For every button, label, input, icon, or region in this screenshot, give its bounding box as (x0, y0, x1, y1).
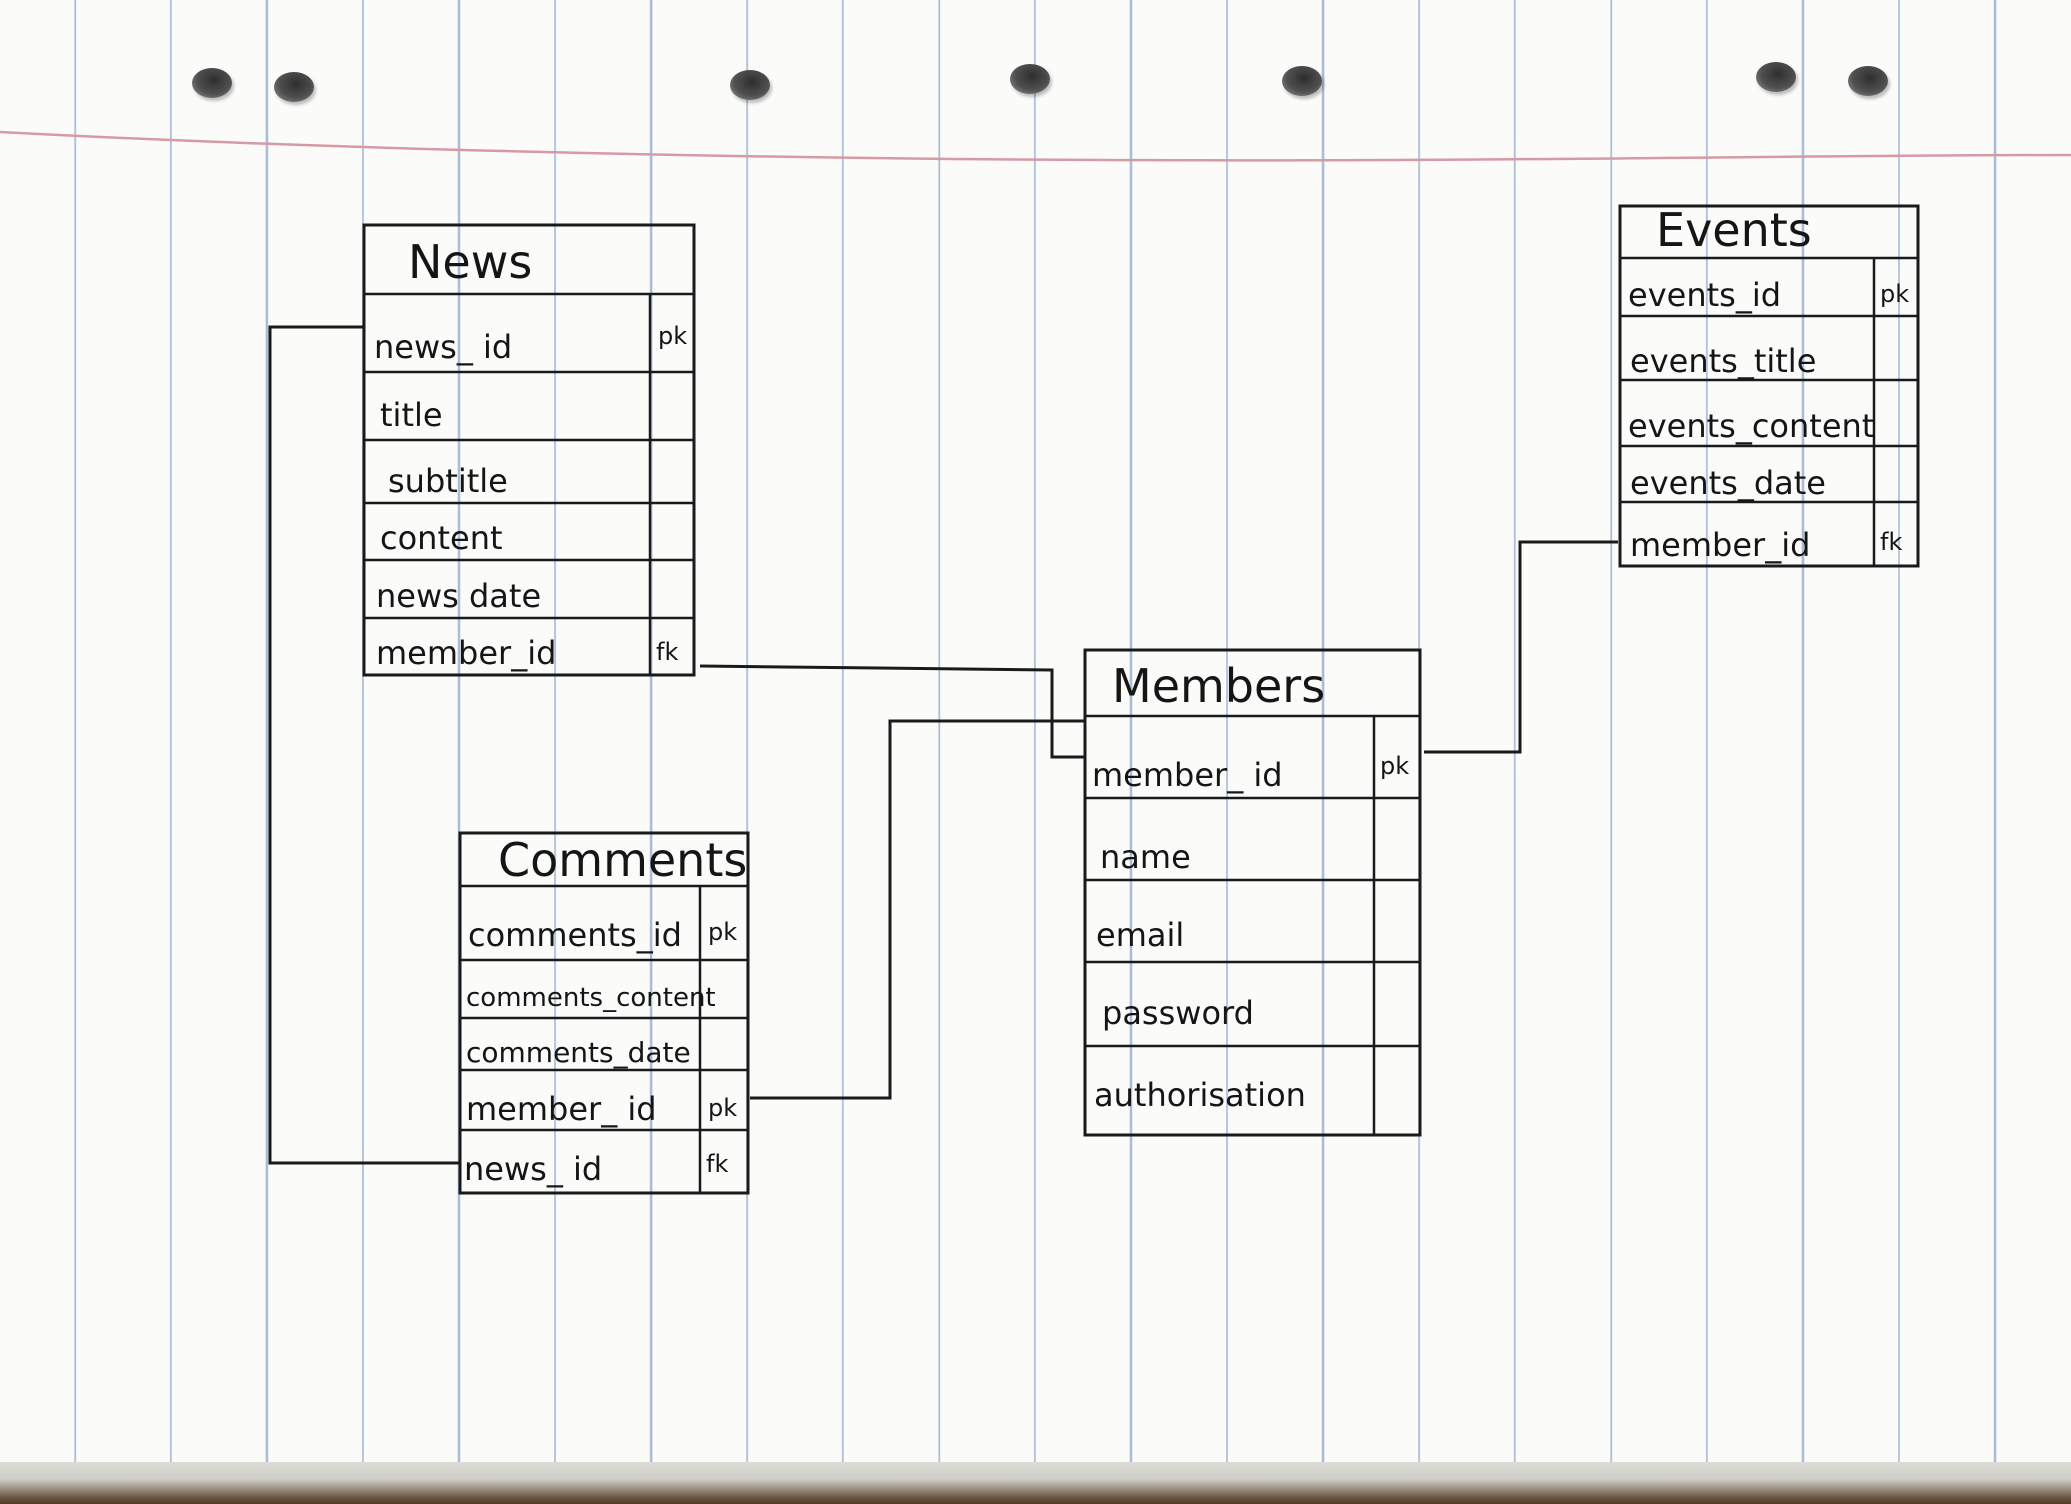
desk-edge (0, 1462, 2071, 1504)
punch-hole (274, 72, 314, 102)
field-name: password (1102, 994, 1254, 1032)
field-name: news_ id (374, 328, 512, 366)
key-badge: fk (1880, 528, 1902, 556)
field-name: events_content (1628, 407, 1874, 445)
key-badge: pk (1880, 280, 1909, 308)
field-name: content (380, 519, 503, 557)
entity-title: Comments (498, 833, 747, 887)
field-name: member_ id (466, 1090, 657, 1128)
entity-title: News (408, 235, 532, 289)
punch-hole (1756, 62, 1796, 92)
key-badge: fk (656, 638, 678, 666)
relationship-events-members (1424, 540, 1618, 754)
relationship-lines (268, 325, 1618, 1165)
relationship-comments-news (268, 325, 460, 1165)
field-name: subtitle (388, 462, 508, 500)
relationship-news-members (699, 664, 1085, 759)
entity-members: Members member_ id pk name email passwor… (1083, 648, 1422, 1137)
field-name: comments_id (468, 916, 682, 954)
field-name: title (380, 396, 443, 434)
field-name: email (1096, 916, 1184, 954)
punch-hole (730, 70, 770, 100)
field-name: comments_content (466, 983, 716, 1013)
field-name: events_date (1630, 464, 1826, 502)
entity-events: Events events_id pk events_title events_… (1618, 203, 1920, 568)
field-name: member_ id (1092, 756, 1283, 794)
field-name: name (1100, 838, 1191, 876)
punch-hole (192, 68, 232, 98)
punch-hole (1848, 66, 1888, 96)
field-name: events_id (1628, 276, 1781, 314)
field-name: events_title (1630, 342, 1816, 380)
entity-title: Members (1112, 659, 1325, 713)
field-name: authorisation (1094, 1076, 1306, 1114)
key-badge: pk (658, 322, 687, 350)
key-badge: pk (708, 918, 737, 946)
margin-line (0, 130, 2071, 162)
punch-hole (1010, 64, 1050, 94)
field-name: member_id (376, 634, 556, 672)
entity-comments: Comments comments_id pk comments_content… (458, 831, 750, 1195)
key-badge: pk (1380, 752, 1409, 780)
key-badge: pk (708, 1094, 737, 1122)
field-name: news date (376, 577, 541, 615)
key-badge: fk (706, 1150, 728, 1178)
entity-title: Events (1656, 203, 1812, 257)
punch-hole (1282, 66, 1322, 96)
field-name: news_ id (464, 1150, 602, 1188)
field-name: comments_date (466, 1036, 691, 1069)
relationship-comments-members (750, 719, 1085, 1100)
field-name: member_id (1630, 526, 1810, 564)
entity-news: News news_ id pk title subtitle content … (362, 223, 696, 677)
